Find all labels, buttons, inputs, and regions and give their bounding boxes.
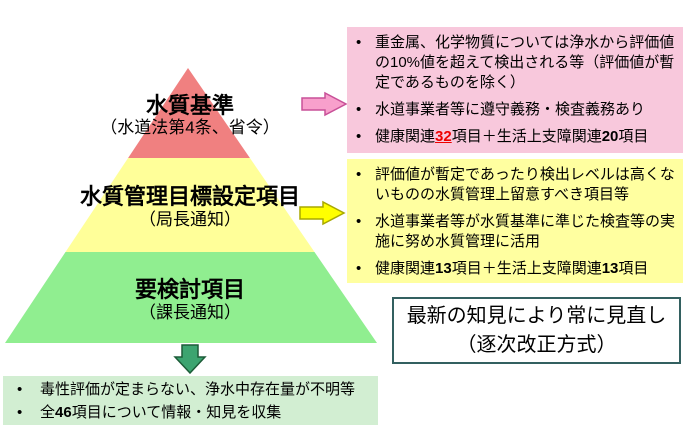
tier2-title: 水質管理目標設定項目 bbox=[79, 184, 300, 209]
list-item: 重金属、化学物質については浄水から評価値の10%値を超えて検出される等（評価値が… bbox=[347, 33, 679, 93]
pink-right-arrow-icon bbox=[301, 91, 348, 117]
list-item: 健康関連13項目＋生活上支障関連13項目 bbox=[347, 259, 679, 279]
list-item: 健康関連32項目＋生活上支障関連20項目 bbox=[347, 127, 679, 147]
under-review-bullet-list: 毒性評価が定まらない、浄水中存在量が不明等全46項目について情報・知見を収集 bbox=[3, 376, 378, 422]
yellow-right-arrow-shape bbox=[299, 200, 346, 226]
pyramid-tier2-shape bbox=[65, 158, 315, 252]
pink-right-arrow-shape bbox=[301, 91, 348, 117]
pyramid-tier3-shape bbox=[5, 252, 377, 343]
under-review-detail-box: 毒性評価が定まらない、浄水中存在量が不明等全46項目について情報・知見を収集 bbox=[3, 376, 378, 425]
list-item: 水道事業者等が水質基準に準じた検査等の実施に努め水質管理に活用 bbox=[347, 212, 679, 252]
tier1-title: 水質基準 bbox=[145, 93, 234, 118]
green-down-arrow-shape bbox=[173, 344, 207, 374]
pyramid-tier1-shape bbox=[128, 68, 250, 158]
yellow-right-arrow-icon bbox=[299, 200, 346, 226]
review-note-line1: 最新の知見により常に見直し bbox=[406, 305, 667, 327]
tier3-subtitle: （課長通知） bbox=[139, 303, 241, 322]
green-down-arrow-icon bbox=[173, 344, 207, 374]
list-item: 全46項目について情報・知見を収集 bbox=[3, 403, 374, 422]
tier3-title: 要検討項目 bbox=[134, 277, 245, 302]
standards-bullet-list: 重金属、化学物質については浄水から評価値の10%値を超えて検出される等（評価値が… bbox=[347, 27, 683, 147]
pyramid-diagram bbox=[5, 68, 377, 343]
list-item: 評価値が暫定であったり検出レベルは高くないものの水質管理上留意すべき項目等 bbox=[347, 165, 679, 205]
review-note-line2: （逐次改正方式） bbox=[456, 334, 617, 356]
management-targets-bullet-list: 評価値が暫定であったり検出レベルは高くないものの水質管理上留意すべき項目等水道事… bbox=[347, 159, 683, 279]
tier2-subtitle: （局長通知） bbox=[139, 210, 241, 229]
standards-detail-box: 重金属、化学物質については浄水から評価値の10%値を超えて検出される等（評価値が… bbox=[347, 27, 683, 153]
list-item: 水道事業者等に遵守義務・検査義務あり bbox=[347, 100, 679, 120]
tier1-subtitle: （水道法第4条、省令） bbox=[100, 118, 280, 137]
management-targets-detail-box: 評価値が暫定であったり検出レベルは高くないものの水質管理上留意すべき項目等水道事… bbox=[347, 159, 683, 283]
list-item: 毒性評価が定まらない、浄水中存在量が不明等 bbox=[3, 380, 374, 399]
review-note-box: 最新の知見により常に見直し （逐次改正方式） bbox=[392, 297, 681, 364]
